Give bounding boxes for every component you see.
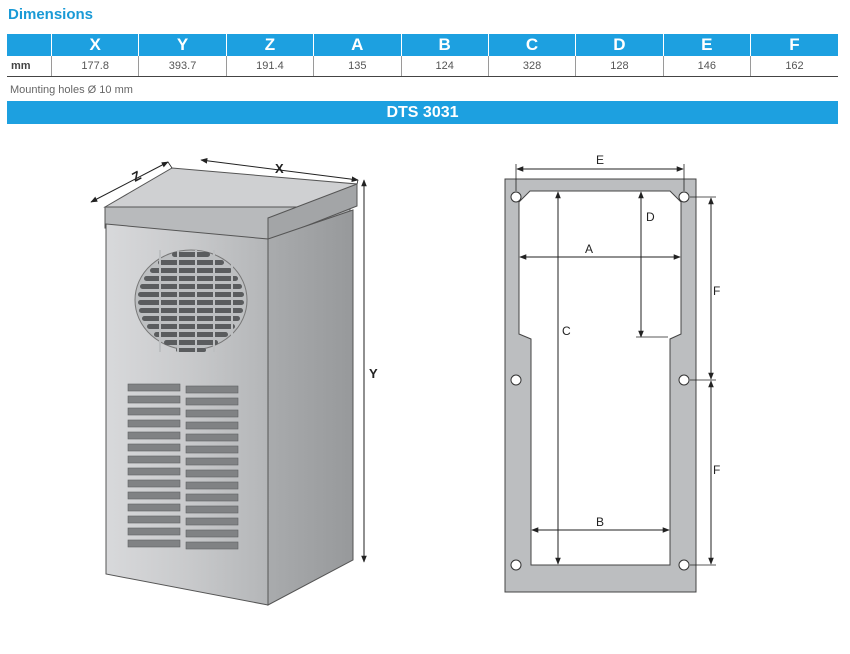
column-header: Z xyxy=(225,34,314,56)
column-header: A xyxy=(313,34,401,56)
dim-label-c: C xyxy=(562,324,571,338)
column-header xyxy=(7,34,52,56)
dim-label-a: A xyxy=(585,242,593,256)
table-cell: 128 xyxy=(575,56,664,77)
column-header: B xyxy=(400,34,489,56)
column-header: F xyxy=(750,34,838,56)
column-header: C xyxy=(487,34,576,56)
cutout-drawing: E A B C D F F xyxy=(504,153,720,593)
table-cell: 162 xyxy=(750,56,838,77)
fan-grille xyxy=(134,249,248,352)
column-header: Y xyxy=(138,34,227,56)
dim-label-e: E xyxy=(596,153,604,167)
table-cell: 393.7 xyxy=(138,56,227,77)
dim-label-y: Y xyxy=(369,366,378,381)
table-header-row: X Y Z A B C D E F xyxy=(7,34,838,56)
dim-label-b: B xyxy=(596,515,604,529)
unit-drawing: Z X Y xyxy=(90,158,378,606)
dim-label-d: D xyxy=(646,210,655,224)
table-cell: 177.8 xyxy=(50,56,139,77)
mounting-holes xyxy=(510,191,690,571)
column-header: X xyxy=(50,34,139,56)
column-header: E xyxy=(662,34,751,56)
table-cell: 146 xyxy=(662,56,751,77)
air-louvers xyxy=(127,383,239,550)
table-row: mm 177.8 393.7 191.4 135 124 328 128 146… xyxy=(7,56,838,77)
dimensions-table: X Y Z A B C D E F mm 177.8 393.7 191.4 1… xyxy=(7,34,838,77)
dim-label-f2: F xyxy=(713,463,720,477)
page-title: Dimensions xyxy=(8,6,94,23)
table-cell: 124 xyxy=(400,56,489,77)
dim-label-x: X xyxy=(275,161,284,176)
table-cell: 191.4 xyxy=(225,56,314,77)
table-cell: 328 xyxy=(487,56,576,77)
table-cell: mm xyxy=(7,56,52,77)
table-cell: 135 xyxy=(313,56,401,77)
dim-label-f1: F xyxy=(713,284,720,298)
mounting-note: Mounting holes Ø 10 mm xyxy=(10,84,133,96)
model-banner: DTS 3031 xyxy=(7,101,838,124)
column-header: D xyxy=(575,34,664,56)
